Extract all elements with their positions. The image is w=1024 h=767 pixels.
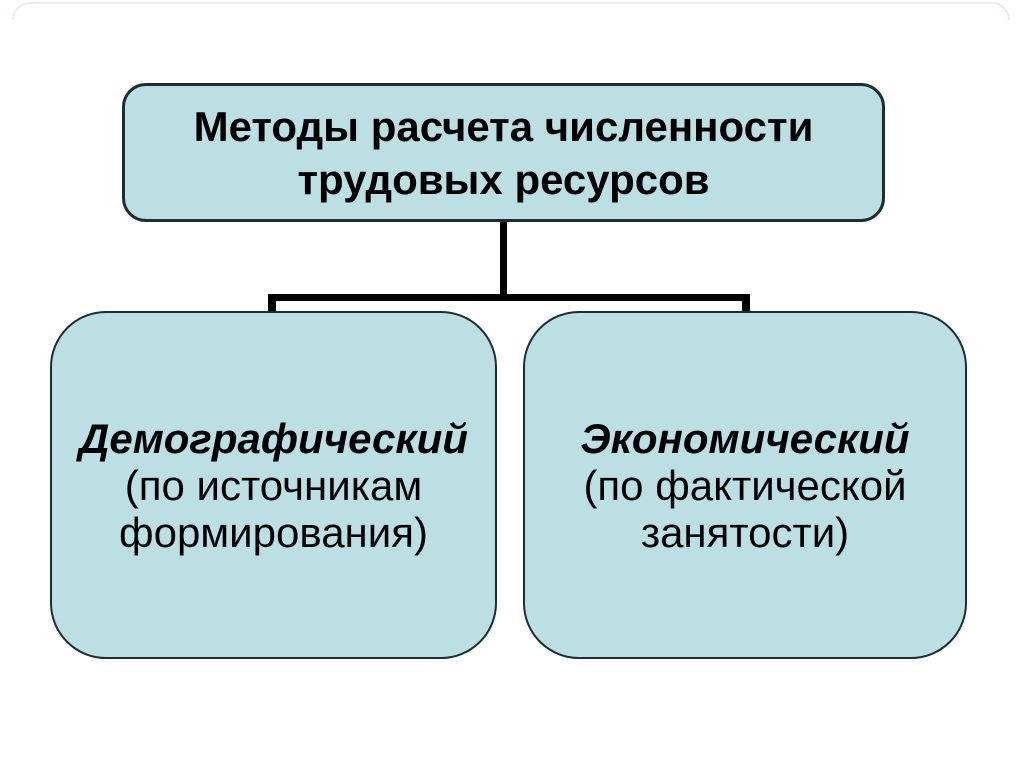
connector-horizontal-bar — [268, 294, 750, 301]
child-node-heading: Экономический — [580, 414, 910, 462]
root-node-box: Методы расчета численности трудовых ресу… — [122, 83, 885, 222]
connector-right-stub — [742, 294, 750, 313]
child-node-heading: Демографический — [79, 414, 468, 462]
child-node-demographic: Демографический (по источникам формирова… — [50, 311, 497, 659]
connector-left-stub — [268, 294, 276, 313]
page-top-outline — [12, 2, 1010, 20]
root-node-title: Методы расчета численности трудовых ресу… — [193, 102, 814, 203]
child-node-subtitle: (по источникам формирования) — [119, 461, 428, 556]
connector-root-vertical — [500, 218, 507, 301]
child-node-subtitle: (по фактической занятости) — [583, 461, 907, 556]
child-node-economic: Экономический (по фактической занятости) — [523, 311, 967, 659]
